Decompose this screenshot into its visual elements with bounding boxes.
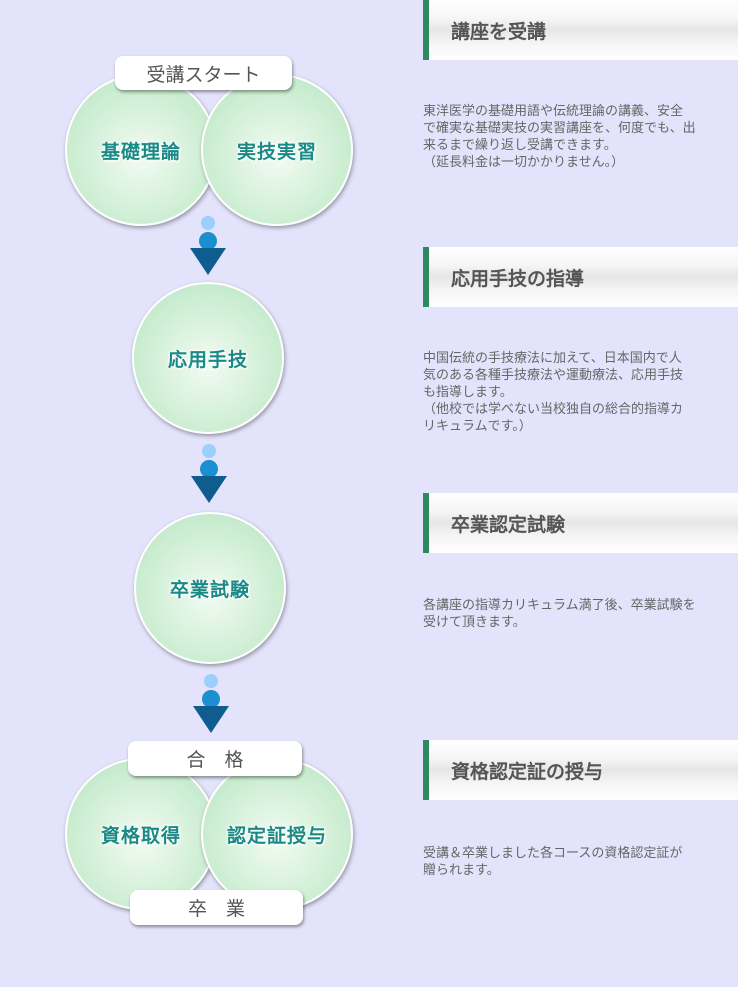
section-heading: 応用手技の指導 bbox=[423, 247, 738, 307]
section-title: 講座を受講 bbox=[451, 21, 547, 43]
circle-text: 認定証授与 bbox=[226, 824, 327, 847]
circle-text: 卒業試験 bbox=[169, 578, 250, 601]
circle-applied-technique: 応用手技 bbox=[132, 282, 284, 434]
pass-label: 合 格 bbox=[128, 741, 302, 776]
circle-certificate: 認定証授与 bbox=[201, 758, 353, 910]
section-heading: 講座を受講 bbox=[423, 0, 738, 60]
text-line: （延長料金は一切かかりません。） bbox=[423, 155, 625, 170]
down-arrow-icon bbox=[190, 216, 226, 276]
text-line: 受講＆卒業しました各コースの資格認定証が bbox=[423, 846, 683, 861]
down-arrow-icon bbox=[193, 674, 229, 734]
text-line: リキュラムです。） bbox=[423, 419, 532, 434]
down-arrow-icon bbox=[191, 444, 227, 504]
circle-graduation-exam: 卒業試験 bbox=[134, 512, 286, 664]
circle-text: 応用手技 bbox=[167, 348, 248, 371]
text-line: 各講座の指導カリキュラム満了後、卒業試験を bbox=[423, 598, 696, 613]
section-title: 卒業認定試験 bbox=[451, 514, 566, 536]
section-description: 受講＆卒業しました各コースの資格認定証が 贈られます。 bbox=[423, 845, 738, 879]
text-line: で確実な基礎実技の実習講座を、何度でも、出 bbox=[423, 121, 696, 136]
circle-text: 資格取得 bbox=[100, 824, 181, 847]
start-label: 受講スタート bbox=[115, 56, 292, 90]
text-line: 来るまで繰り返し受講できます。 bbox=[423, 138, 617, 153]
circle-basic-theory: 基礎理論 bbox=[65, 74, 217, 226]
text-line: 気のある各種手技療法や運動療法、応用手技 bbox=[423, 368, 684, 383]
text-line: 受けて頂きます。 bbox=[423, 615, 526, 630]
section-description: 中国伝統の手技療法に加えて、日本国内で人 気のある各種手技療法や運動療法、応用手… bbox=[423, 350, 738, 435]
section-heading: 資格認定証の授与 bbox=[423, 740, 738, 800]
section-title: 資格認定証の授与 bbox=[451, 761, 604, 783]
circle-practical-training: 実技実習 bbox=[201, 74, 353, 226]
text-line: 中国伝統の手技療法に加えて、日本国内で人 bbox=[423, 351, 682, 366]
section-description: 東洋医学の基礎用語や伝統理論の講義、安全 で確実な基礎実技の実習講座を、何度でも… bbox=[423, 103, 738, 171]
circle-text: 実技実習 bbox=[236, 140, 317, 163]
text-line: も指導します。 bbox=[423, 385, 513, 400]
section-heading: 卒業認定試験 bbox=[423, 493, 738, 553]
section-title: 応用手技の指導 bbox=[451, 268, 585, 290]
text-line: 贈られます。 bbox=[423, 863, 500, 878]
graduate-label: 卒 業 bbox=[130, 890, 303, 925]
section-description: 各講座の指導カリキュラム満了後、卒業試験を 受けて頂きます。 bbox=[423, 597, 738, 631]
text-line: （他校では学べない当校独自の総合的指導カ bbox=[423, 402, 684, 417]
circle-qualification: 資格取得 bbox=[65, 758, 217, 910]
text-line: 東洋医学の基礎用語や伝統理論の講義、安全 bbox=[423, 104, 684, 119]
circle-text: 基礎理論 bbox=[100, 140, 181, 163]
